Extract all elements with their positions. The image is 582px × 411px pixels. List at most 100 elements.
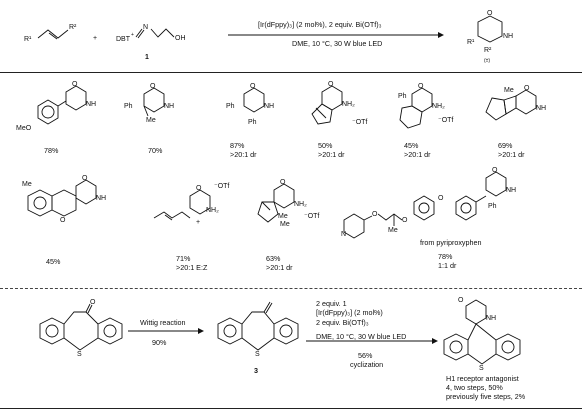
product-3-structure: O NH Ph Ph bbox=[226, 83, 274, 126]
morpholine-product: O NH R¹ R² (±) bbox=[467, 10, 513, 64]
p3-o-label: O bbox=[250, 83, 256, 90]
p5-yield: 45% bbox=[404, 141, 419, 150]
p2-yield: 70% bbox=[148, 146, 163, 155]
product-7-structure: Me O O NH bbox=[22, 175, 106, 224]
wittig-yield: 90% bbox=[152, 338, 167, 347]
plus-charge: + bbox=[131, 32, 134, 38]
p6-me-label: Me bbox=[504, 87, 514, 94]
alkene-substrate: R¹ R² bbox=[24, 24, 77, 43]
p6-o-label: O bbox=[524, 85, 530, 92]
step2-note: cyclization bbox=[350, 360, 384, 369]
p1-yield: 78% bbox=[44, 146, 59, 155]
step2-line4: DME, 10 °C, 30 W blue LED bbox=[316, 332, 407, 341]
meo-label: MeO bbox=[16, 125, 32, 132]
p10-dr: 1:1 dr bbox=[438, 261, 457, 270]
p7-yield: 45% bbox=[46, 257, 61, 266]
divider-end bbox=[0, 408, 582, 409]
p9-yield: 63% bbox=[266, 254, 281, 263]
wittig-label: Wittig reaction bbox=[140, 318, 186, 327]
ketone-s-label: S bbox=[77, 351, 82, 358]
p3-ph2-label: Ph bbox=[248, 119, 257, 126]
p5-otf-label: ⁻OTf bbox=[438, 117, 453, 124]
imine-reagent: DBT + N OH 1 bbox=[116, 24, 186, 61]
p5-ph-label: Ph bbox=[398, 93, 407, 100]
product-5-structure: O NH₂ Ph ⁻OTf bbox=[398, 83, 453, 129]
p3-dr: >20:1 dr bbox=[230, 150, 257, 159]
p6-dr: >20:1 dr bbox=[498, 150, 525, 159]
p10-o4-label: O bbox=[492, 167, 498, 174]
product-r2-label: R² bbox=[484, 47, 492, 54]
p9-otf-label: ⁻OTf bbox=[304, 213, 319, 220]
p10-pyridine-n-label: N bbox=[341, 231, 346, 238]
step2-line1: 2 equiv. 1 bbox=[316, 299, 347, 308]
p1-o-label: O bbox=[72, 81, 78, 88]
p9-me2-label: Me bbox=[280, 221, 290, 228]
step2-line2: [Ir(dFppy)₃] (2 mol%) bbox=[316, 308, 383, 317]
h1-previous-route: previously five steps, 2% bbox=[446, 392, 526, 401]
reagent-number: 1 bbox=[145, 54, 149, 61]
product-4-structure: O NH₂ ⁻OTf bbox=[311, 81, 367, 126]
p3-ph1-label: Ph bbox=[226, 103, 235, 110]
p5-o-label: O bbox=[418, 83, 424, 90]
r2-label: R² bbox=[69, 24, 77, 31]
oh-label: OH bbox=[175, 35, 186, 42]
p9-nh2-label: NH₂ bbox=[294, 201, 307, 208]
product-2-structure: O NH Ph Me bbox=[124, 83, 174, 124]
h1-product-name: H1 receptor antagonist bbox=[446, 374, 519, 383]
p5-dr: >20:1 dr bbox=[404, 150, 431, 159]
p2-ph-label: Ph bbox=[124, 103, 133, 110]
p6-yield: 69% bbox=[498, 141, 513, 150]
p5-nh2-label: NH₂ bbox=[432, 103, 445, 110]
top-conditions-line1: [Ir(dFppy)₃] (2 mol%), 2 equiv. Bi(OTf)₃ bbox=[258, 20, 382, 29]
p4h1-nh-label: NH bbox=[486, 315, 496, 322]
product-9-structure: O NH₂ Me Me ⁻OTf bbox=[257, 179, 319, 228]
top-conditions-line2: DME, 10 °C, 30 W blue LED bbox=[292, 39, 383, 48]
racemic-note: (±) bbox=[484, 58, 490, 64]
int3-s-label: S bbox=[255, 351, 260, 358]
p6-nh-label: NH bbox=[536, 105, 546, 112]
p3-nh-label: NH bbox=[264, 103, 274, 110]
product-4-h1-antagonist: O NH S bbox=[443, 297, 521, 372]
intermediate-number: 3 bbox=[254, 366, 258, 375]
h1-product-summary: 4, two steps, 50% bbox=[446, 383, 503, 392]
step2-yield: 56% bbox=[358, 351, 373, 360]
step2-line3: 2 equiv. Bi(OTf)₃ bbox=[316, 318, 369, 327]
p4-yield: 50% bbox=[318, 141, 333, 150]
p7-o1-label: O bbox=[60, 217, 66, 224]
imine-n-label: N bbox=[143, 24, 148, 31]
p8-plus-label: + bbox=[196, 219, 200, 226]
product-10-structure: N O Me O O O NH Ph bbox=[341, 167, 516, 239]
intermediate-3: S bbox=[217, 301, 299, 358]
p10-nh-label: NH bbox=[506, 187, 516, 194]
p8-nh2-label: NH₂ bbox=[206, 207, 219, 214]
r1-label: R¹ bbox=[24, 36, 32, 43]
p7-nh-label: NH bbox=[96, 195, 106, 202]
p4h1-s-label: S bbox=[479, 365, 484, 372]
divider-top bbox=[0, 72, 582, 73]
p2-me-label: Me bbox=[146, 117, 156, 124]
p1-nh-label: NH bbox=[86, 101, 96, 108]
p9-me1-label: Me bbox=[278, 213, 288, 220]
p4-dr: >20:1 dr bbox=[318, 150, 345, 159]
p10-ph-label: Ph bbox=[488, 203, 497, 210]
p10-yield: 78% bbox=[438, 252, 453, 261]
p10-o3-label: O bbox=[438, 195, 444, 202]
p2-o-label: O bbox=[150, 83, 156, 90]
product-nh-label: NH bbox=[503, 33, 513, 40]
p10-me-label: Me bbox=[388, 227, 398, 234]
divider-bottom bbox=[0, 288, 582, 289]
p4-otf-label: ⁻OTf bbox=[352, 119, 367, 126]
p4-nh2-label: NH₂ bbox=[342, 101, 355, 108]
p9-o-label: O bbox=[280, 179, 286, 186]
p3-yield: 87% bbox=[230, 141, 245, 150]
p10-o1-label: O bbox=[372, 211, 378, 218]
product-1-structure: MeO O NH bbox=[16, 81, 96, 132]
product-r1-label: R¹ bbox=[467, 39, 475, 46]
p8-o-label: O bbox=[196, 185, 202, 192]
product-8-structure: O NH₂ ⁻OTf + bbox=[153, 183, 229, 226]
p8-yield: 71% bbox=[176, 254, 191, 263]
p10-note: from pyriproxyphen bbox=[420, 238, 482, 247]
product-6-structure: O NH Me bbox=[485, 85, 546, 121]
p10-o2-label: O bbox=[402, 217, 408, 224]
dbt-label: DBT bbox=[116, 36, 131, 43]
